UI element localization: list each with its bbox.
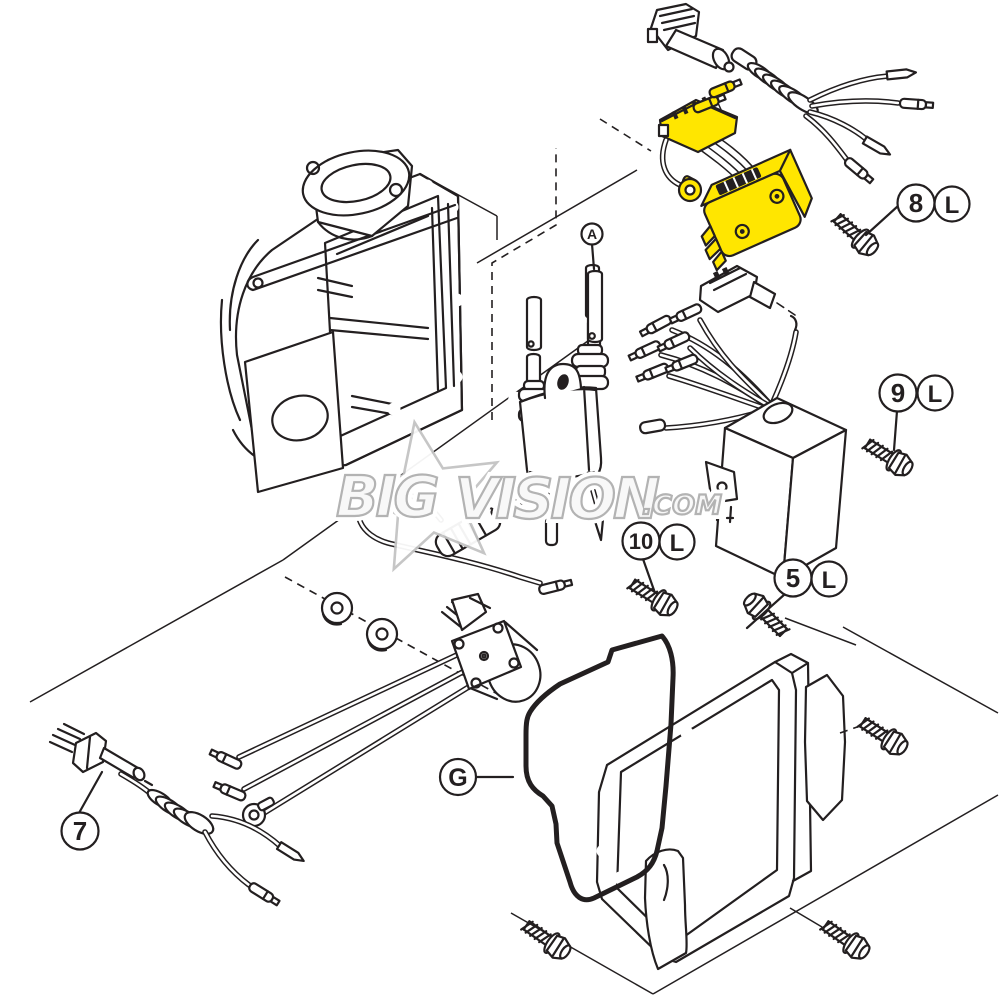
- spark-plug-boot-lower: [118, 771, 307, 908]
- bracket-bolt: [853, 710, 913, 761]
- bottom-right-bolt: [816, 913, 875, 965]
- gasket: [523, 633, 676, 903]
- electrical-box-cover: [595, 652, 813, 964]
- cdi-unit: [626, 301, 848, 580]
- callout-G[interactable]: G: [438, 757, 478, 797]
- callout-5[interactable]: 5 L: [773, 558, 848, 598]
- bullet-connector: [211, 779, 248, 803]
- intake-flange: [301, 148, 414, 241]
- mounting-bracket-plate: [688, 589, 861, 822]
- callout-7[interactable]: 7: [60, 811, 100, 851]
- watermark: BIG VISION .COM BIG VISION .COM: [331, 418, 727, 573]
- lead-wires: [207, 649, 483, 828]
- callout-10-number: 10: [629, 529, 653, 554]
- connector-2pin: [698, 264, 796, 316]
- pointed-terminal: [275, 841, 307, 866]
- callout-5-number: 5: [786, 563, 800, 593]
- thermo-sensor: [48, 722, 154, 787]
- rectifier-regulator[interactable]: [657, 76, 823, 272]
- callout-10-size: L: [670, 530, 685, 557]
- star-logo: [347, 418, 501, 573]
- yellow-bullet-terminal: [707, 76, 744, 100]
- wire-grommet: [762, 401, 794, 425]
- spark-plug-cap: [646, 2, 735, 73]
- callout-5-size: L: [822, 567, 837, 594]
- callout-G-letter: G: [448, 764, 467, 792]
- svg-text:BIG: BIG: [336, 465, 438, 530]
- bolt-8: [826, 206, 884, 262]
- callouts: 8 L 9 L 10 L 5 L 7 G: [60, 183, 971, 851]
- engine-block: [208, 148, 524, 494]
- callout-8-number: 8: [909, 188, 923, 218]
- starter-relay: [440, 592, 542, 703]
- bullet-connector: [246, 880, 282, 908]
- construction-lines: [29, 118, 999, 995]
- watermark-text-big: BIG: [336, 465, 438, 530]
- electrical-box-assembly: [517, 589, 913, 971]
- regulator-body: [700, 148, 813, 272]
- plug-boot-harness: [730, 47, 935, 186]
- washers: [320, 591, 399, 652]
- callout-9-number: 9: [891, 378, 905, 408]
- watermark-text-com: .COM: [642, 490, 722, 521]
- inner-bracket-strip: [643, 848, 688, 971]
- callout-A[interactable]: A: [580, 222, 604, 246]
- bolt-5: [738, 587, 795, 644]
- cdi-terminal-tab: [704, 460, 739, 524]
- svg-text:VISION: VISION: [455, 467, 659, 532]
- callout-9[interactable]: 9 L: [878, 373, 954, 413]
- cdi-wires: [626, 301, 799, 435]
- bullet-connector: [207, 746, 244, 772]
- bolt-9: [858, 432, 918, 482]
- callout-8-size: L: [945, 192, 960, 219]
- svg-text:.COM: .COM: [642, 490, 722, 521]
- callout-9-size: L: [928, 381, 943, 408]
- watermark-text-vision: VISION: [455, 467, 659, 532]
- ignition-coil: [517, 263, 610, 547]
- callout-10[interactable]: 10 L: [621, 521, 696, 561]
- callout-7-number: 7: [73, 816, 87, 846]
- bolt-10: [623, 572, 683, 622]
- callout-8[interactable]: 8 L: [896, 183, 971, 223]
- tube-a: [586, 269, 604, 344]
- callout-A-letter: A: [587, 226, 597, 242]
